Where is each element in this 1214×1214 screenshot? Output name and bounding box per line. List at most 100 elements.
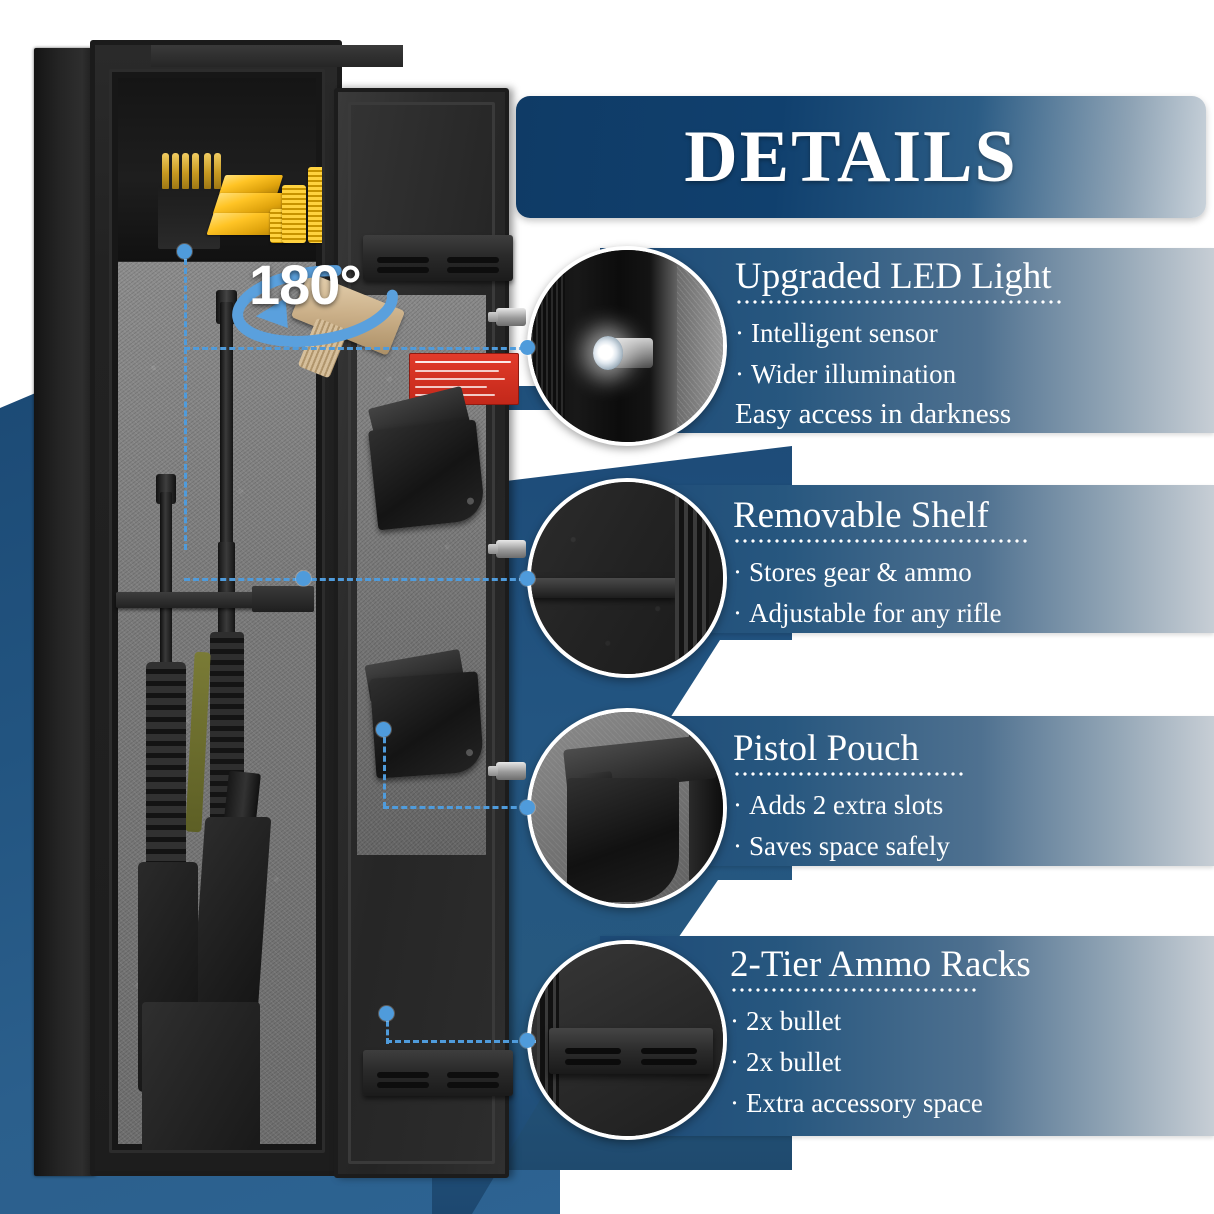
callout-dot [177,244,192,259]
bullet-glyph: · [733,597,742,628]
led-light-photo [527,246,727,446]
bullet-glyph: · [730,1046,739,1077]
list-item-label: 2x bullet [746,1005,842,1036]
list-item: ·Adds 2 extra slots [733,785,965,826]
bullet-icon [214,153,221,189]
list-item-label: Saves space safely [749,830,950,861]
bullet-icon [204,153,211,189]
pistol-pouch-photo [527,708,727,908]
list-item-label: Wider illumination [751,358,957,389]
pistol-pouch-upper [368,419,486,531]
callout-dot [520,800,535,815]
rotation-arrow-icon [232,265,398,347]
feature-title-underline [733,538,1031,543]
list-item: ·Stores gear & ammo [733,552,1031,593]
carpet-texture [677,250,723,442]
ammo-rack-bottom [363,1050,513,1096]
door-hinge-column [675,482,709,674]
rotation-degree-label: 180° [249,253,362,316]
led-light-photo-image [531,250,723,442]
gold-coin-stack [282,185,306,243]
list-item-label: Intelligent sensor [751,317,938,348]
rifle-barrel [220,302,233,552]
bullet-glyph: · [733,789,742,820]
rotation-annotation: 180° [215,250,415,360]
list-item: ·Wider illumination [735,354,1065,395]
feature-bullet-list: ·Stores gear & ammo ·Adjustable for any … [733,552,1031,634]
removable-shelf-bar [116,592,292,608]
feature-title-underline [730,987,980,992]
feature-title: Upgraded LED Light [735,256,1052,297]
callout-line-vertical [386,1012,389,1044]
list-item-label: Adds 2 extra slots [749,789,944,820]
ammo-rack-shelf [549,1028,713,1074]
callout-dot [520,340,535,355]
feature-ammo-racks: 2-Tier Ammo Racks ·2x bullet ·2x bullet … [730,944,1031,1124]
ammo-rack-top [363,235,513,281]
locking-bolt [488,540,526,558]
bullet-icon [162,153,169,189]
callout-line-shelf [184,578,534,581]
ammo-box [158,185,220,249]
callout-line-vertical [383,728,386,808]
pistol-pouch-photo-image [531,712,723,904]
callout-dot [296,571,311,586]
list-item: ·2x bullet [730,1042,1031,1083]
safe-interior [109,69,325,1153]
rifle-handguard [146,662,186,872]
bullet-glyph: · [735,358,744,389]
feature-title: Removable Shelf [733,495,989,536]
removable-shelf-photo-image [531,482,723,674]
feature-bullet-list: ·2x bullet ·2x bullet ·Extra accessory s… [730,1001,1031,1124]
removable-shelf-bracket [252,586,314,612]
callout-dot [376,722,391,737]
feature-title-underline [733,771,965,776]
door-hinge-column [537,944,559,1136]
feature-bullet-list: ·Adds 2 extra slots ·Saves space safely [733,785,965,867]
locking-bolt [488,762,526,780]
callout-dot [379,1006,394,1021]
feature-title: 2-Tier Ammo Racks [730,944,1031,985]
list-item-label: Extra accessory space [746,1087,983,1118]
feature-removable-shelf: Removable Shelf ·Stores gear & ammo ·Adj… [733,495,1031,634]
list-item-label: 2x bullet [746,1046,842,1077]
upper-storage-compartment [118,78,322,268]
locking-bolt [488,308,526,326]
feature-led-light: Upgraded LED Light ·Intelligent sensor ·… [735,256,1065,431]
gold-bar [218,175,284,195]
page-title: DETAILS [684,115,1018,198]
removable-shelf-photo [527,478,727,678]
feature-note: Easy access in darkness [735,397,1012,430]
callout-line-led [184,347,534,350]
shelf-plate [531,578,675,598]
valuables-group [158,144,322,249]
bullet-glyph: · [733,830,742,861]
safe-body [90,40,403,1176]
callout-dot [520,571,535,586]
gun-safe-product-image [34,40,534,1180]
rifle-barrel [160,492,172,672]
list-item: ·Intelligent sensor [735,313,1065,354]
details-header-banner: DETAILS [516,96,1206,218]
list-item: ·Saves space safely [733,826,965,867]
gold-coin-stack [308,167,322,243]
bullet-glyph: · [735,317,744,348]
rifle-body [142,1002,260,1150]
feature-title-underline [735,299,1065,304]
bullet-icon [192,153,199,189]
callout-line-vertical [184,250,187,550]
callout-dot [520,1033,535,1048]
bullet-glyph: · [730,1087,739,1118]
safe-left-side-panel [34,48,96,1176]
list-item-label: Stores gear & ammo [749,556,972,587]
safe-door [334,88,519,1178]
door-edge-texture [531,250,565,442]
pouch-fabric [567,778,679,902]
led-lens-glow [593,336,623,370]
list-item: ·Adjustable for any rifle [733,593,1031,634]
feature-title: Pistol Pouch [733,728,920,769]
feature-bullet-list: ·Intelligent sensor ·Wider illumination [735,313,1065,395]
ammo-rack-photo-image [531,944,723,1136]
bullet-icon [182,153,189,189]
